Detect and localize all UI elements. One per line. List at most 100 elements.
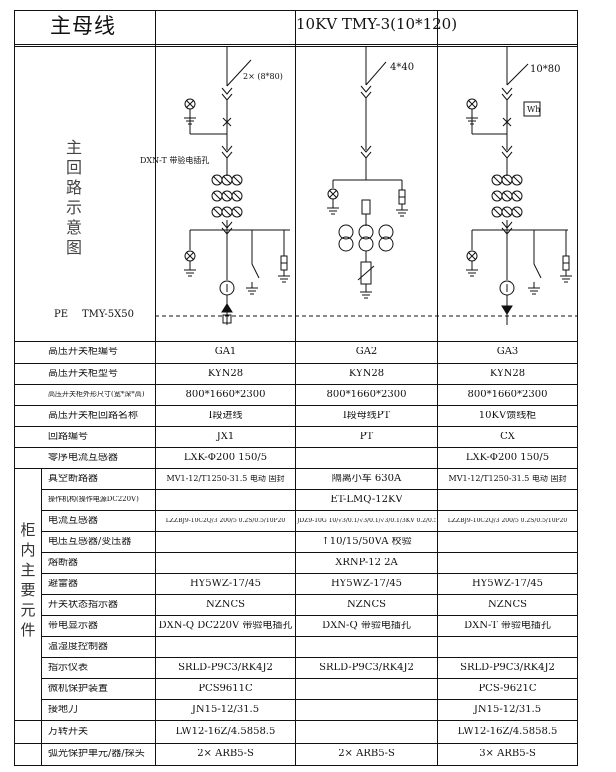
row-cell-ga3: DXN-T 带验电插孔 bbox=[464, 620, 551, 631]
row-cell-ga3: PCS-9621C bbox=[478, 683, 537, 694]
row-cell-ga1: MV1-12/T1250-31.5 电动 固封 bbox=[166, 474, 285, 483]
row-cell-ga2: ET-LMQ-12KV bbox=[330, 494, 403, 505]
row-cell-ga2: NZNCS bbox=[347, 599, 386, 610]
row-cell-ga2: Ⅰ段母线PT bbox=[342, 410, 391, 421]
row-label: 高压开关柜回路名称 bbox=[48, 410, 138, 421]
row-cell-ga2: 800*1660*2300 bbox=[326, 389, 407, 400]
row-label: 万转开关 bbox=[48, 726, 88, 737]
row-cell-ga2: ↑10/15/50VA 校验 bbox=[321, 536, 412, 547]
grid-line bbox=[14, 363, 578, 364]
row-cell-ga2: 2× ARB5-S bbox=[338, 749, 395, 759]
row-label: 带电显示器 bbox=[48, 620, 98, 631]
row-label: 回路编号 bbox=[48, 431, 88, 442]
cubicle-ga1-diagram bbox=[183, 47, 290, 325]
row-cell-ga3: NZNCS bbox=[488, 599, 527, 610]
row-label: 真空断路器 bbox=[48, 473, 98, 484]
row-cell-ga1: KYN28 bbox=[207, 368, 244, 379]
row-label: 接地刀 bbox=[48, 704, 78, 715]
grid-line bbox=[437, 10, 438, 765]
row-cell-ga2: KYN28 bbox=[348, 368, 385, 379]
row-cell-ga1: 800*1660*2300 bbox=[185, 389, 266, 400]
grid-line bbox=[41, 531, 578, 532]
grid-line bbox=[14, 10, 578, 11]
row-cell-ga3: MV1-12/T1250-31.5 电动 固封 bbox=[448, 474, 567, 483]
title-busbar-spec: 10KV TMY-3(10*120) bbox=[296, 15, 458, 33]
grid-line bbox=[14, 10, 15, 765]
row-label: 避雷器 bbox=[48, 578, 78, 589]
row-label: 指示仪表 bbox=[48, 662, 88, 673]
title-main-busbar: 主母线 bbox=[50, 14, 116, 38]
row-label: 电流互感器 bbox=[48, 515, 98, 526]
col1-indicator-note: DXN-T 带验电插孔 bbox=[140, 156, 210, 165]
grid-line bbox=[14, 46, 578, 47]
cubicle-ga2-diagram bbox=[326, 47, 408, 299]
grid-line bbox=[295, 10, 296, 765]
grid-line bbox=[41, 678, 578, 679]
row-cell-ga1: JN15-12/31.5 bbox=[191, 704, 260, 715]
grid-line bbox=[41, 510, 578, 511]
row-cell-ga1: HY5WZ-17/45 bbox=[189, 578, 262, 589]
row-cell-ga3: 3× ARB5-S bbox=[479, 749, 536, 759]
grid-line bbox=[14, 468, 578, 469]
row-cell-ga3: HY5WZ-17/45 bbox=[471, 578, 544, 589]
col1-busbar-spec: 2× (8*80) bbox=[243, 72, 283, 81]
row-label: 操作机构(操作电源DC220V) bbox=[48, 496, 139, 503]
grid-line bbox=[41, 657, 578, 658]
row-cell-ga2: GA2 bbox=[355, 347, 378, 357]
grid-line bbox=[41, 699, 578, 700]
row-cell-ga1: DXN-Q DC220V 带验电插孔 bbox=[158, 620, 293, 631]
grid-line bbox=[14, 426, 578, 427]
row-label: 电压互感器/变压器 bbox=[48, 536, 132, 547]
row-cell-ga1: PCS9611C bbox=[198, 683, 253, 694]
grid-line bbox=[14, 44, 578, 45]
grid-line bbox=[14, 341, 578, 342]
pe-label: PE bbox=[54, 309, 69, 320]
row-label: 高压开关柜外形尺寸(宽*深*高) bbox=[48, 391, 145, 398]
row-cell-ga1: NZNCS bbox=[206, 599, 245, 610]
row-cell-ga1: GA1 bbox=[214, 347, 237, 357]
col2-busbar-spec: 4*40 bbox=[390, 62, 415, 73]
row-cell-ga2: 隔离小车 630A bbox=[331, 473, 402, 484]
row-label: 零序电流互感器 bbox=[48, 452, 118, 463]
row-cell-ga3: KYN28 bbox=[489, 368, 526, 379]
row-cell-ga2: DXN-Q 带验电插孔 bbox=[322, 620, 411, 631]
col3-busbar-spec: 10*80 bbox=[530, 64, 561, 75]
grid-line bbox=[41, 636, 578, 637]
row-cell-ga1: JX1 bbox=[216, 431, 235, 442]
grid-line bbox=[41, 615, 578, 616]
row-cell-ga1: LXK-Φ200 150/5 bbox=[183, 452, 268, 463]
grid-line bbox=[14, 447, 578, 448]
row-cell-ga3: LW12-16Z/4.5858.5 bbox=[457, 726, 558, 737]
row-label: 弧光保护单元/器/探头 bbox=[48, 749, 145, 759]
components-label: 柜 内 主 要 元 件 bbox=[20, 521, 36, 639]
row-cell-ga2: PT bbox=[359, 431, 374, 442]
row-label: 微机保护装置 bbox=[48, 683, 108, 694]
grid-line bbox=[155, 10, 156, 765]
grid-line bbox=[41, 573, 578, 574]
row-cell-ga1: Ⅰ段进线 bbox=[208, 410, 243, 421]
row-cell-ga1: 2× ARB5-S bbox=[197, 749, 254, 759]
cubicle-ga3-diagram bbox=[465, 47, 572, 325]
row-cell-ga1: LZZBJ9-10C2Q/3 200/5 0.2S/0.5/10P20 bbox=[165, 517, 286, 524]
grid-line bbox=[577, 10, 578, 765]
grid-line bbox=[41, 468, 42, 765]
row-cell-ga3: LZZBJ9-10C2Q/3 200/5 0.2S/0.5/10P20 bbox=[447, 517, 568, 524]
grid-line bbox=[14, 765, 578, 766]
grid-line bbox=[14, 405, 578, 406]
row-cell-ga3: CX bbox=[500, 431, 515, 442]
col3-energy-meter: Wh bbox=[527, 105, 541, 114]
row-cell-ga2: HY5WZ-17/45 bbox=[330, 578, 403, 589]
row-cell-ga3: SRLD-P9C3/RK4J2 bbox=[460, 662, 555, 673]
grid-line bbox=[41, 594, 578, 595]
row-cell-ga2: SRLD-P9C3/RK4J2 bbox=[319, 662, 414, 673]
row-cell-ga2: JDZ9-10G 10/√3/0.1/√3/0.1/√3/0.1/3KV 0.2… bbox=[297, 517, 436, 524]
grid-line bbox=[41, 552, 578, 553]
main-circuit-label: 主 回 路 示 意 图 bbox=[65, 138, 82, 257]
row-label: 开关状态指示器 bbox=[48, 599, 118, 610]
grid-line bbox=[14, 743, 578, 744]
pe-spec: TMY-5X50 bbox=[82, 309, 134, 320]
grid-line bbox=[14, 384, 578, 385]
row-cell-ga1: SRLD-P9C3/RK4J2 bbox=[178, 662, 273, 673]
row-cell-ga1: LW12-16Z/4.5858.5 bbox=[175, 726, 276, 737]
